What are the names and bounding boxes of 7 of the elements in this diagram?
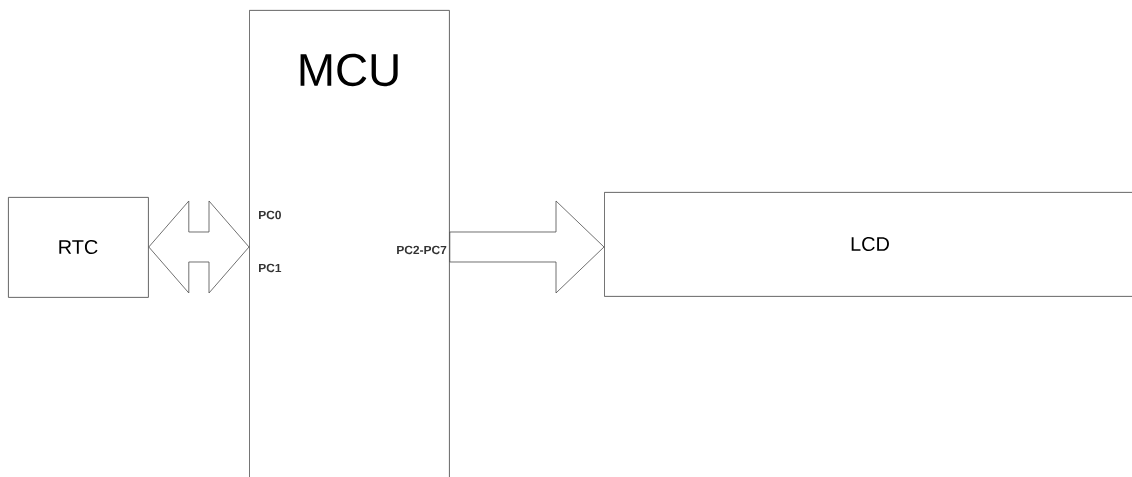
block-arrow: [148, 200, 250, 294]
pin-label: PC1: [259, 263, 282, 273]
block-arrow: [449, 200, 605, 294]
block-box: RTC: [8, 197, 149, 298]
pin-label: PC0: [259, 210, 281, 220]
block-box: LCD: [604, 192, 1132, 297]
pin-label: PC2-PC7: [397, 245, 447, 255]
